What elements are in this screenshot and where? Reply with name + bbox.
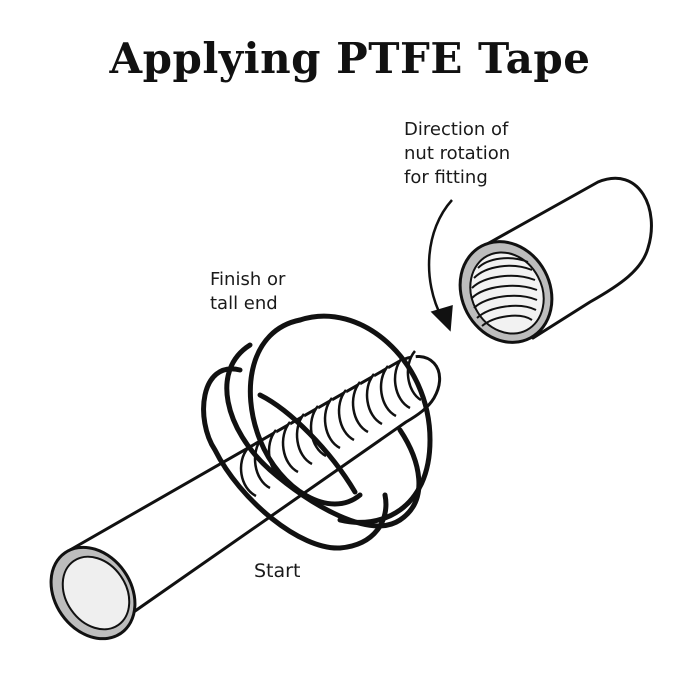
tape-loop-2 xyxy=(247,317,363,507)
rotation-arrow-curve xyxy=(427,199,453,319)
rotation-arrow-head xyxy=(430,304,453,332)
nut-opening-inner xyxy=(469,251,545,335)
tape-loop-5 xyxy=(257,392,358,495)
pipe xyxy=(49,355,442,641)
nut-internal-threads xyxy=(471,257,538,327)
tape-wrap xyxy=(201,313,433,551)
finish-label-line2: tall end xyxy=(210,293,278,314)
tape-loop-4 xyxy=(201,366,389,551)
finish-label: Finish or tall end xyxy=(210,268,285,316)
page-title: Applying PTFE Tape xyxy=(109,34,591,83)
rotation-arrow xyxy=(427,199,453,332)
tape-loop-3 xyxy=(224,342,422,529)
direction-label-line1: Direction of xyxy=(404,119,509,140)
direction-label: Direction of nut rotation for fitting xyxy=(404,118,510,190)
finish-label-line1: Finish or xyxy=(210,269,286,290)
start-label: Start xyxy=(254,560,301,582)
direction-label-line3: for fitting xyxy=(404,167,488,188)
direction-label-line2: nut rotation xyxy=(404,143,511,164)
pipe-end-inner xyxy=(61,555,131,631)
nut-fitting xyxy=(458,176,653,344)
